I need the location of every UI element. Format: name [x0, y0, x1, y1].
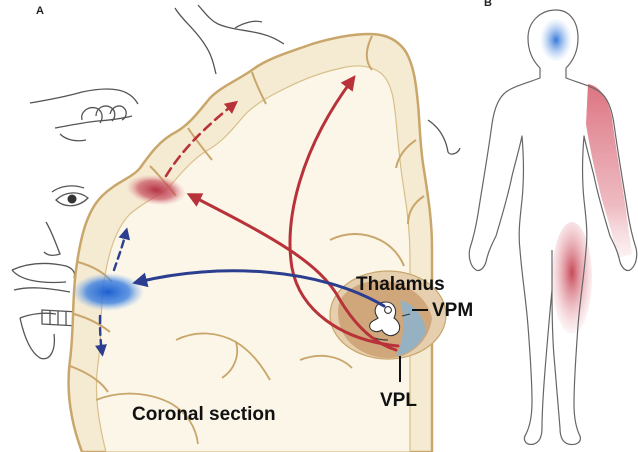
- red-pathway-to-face-area: [186, 193, 398, 352]
- coronal-section-label: Coronal section: [132, 404, 276, 425]
- red-pathway-to-parietal: [288, 75, 400, 348]
- thalamus-label: Thalamus: [356, 274, 445, 295]
- leg-region: [552, 222, 592, 334]
- thalamus-homunculus-icon: [365, 301, 411, 341]
- vpl-label: VPL: [380, 390, 417, 411]
- red-dashed-extension: [164, 100, 239, 178]
- face-region: [540, 18, 572, 62]
- blue-cortical-area: [72, 273, 144, 311]
- blue-pathway: [132, 269, 386, 308]
- red-cortical-area: [126, 174, 186, 206]
- coronal-section: [67, 32, 447, 452]
- blue-dashed-down: [95, 314, 107, 357]
- panel-label-a: A: [36, 5, 44, 17]
- arm-region: [586, 84, 632, 258]
- vpm-label: VPM: [432, 300, 473, 321]
- panel-label-b: B: [484, 0, 492, 9]
- body-figure: [468, 9, 638, 446]
- blue-dashed-up: [112, 227, 131, 272]
